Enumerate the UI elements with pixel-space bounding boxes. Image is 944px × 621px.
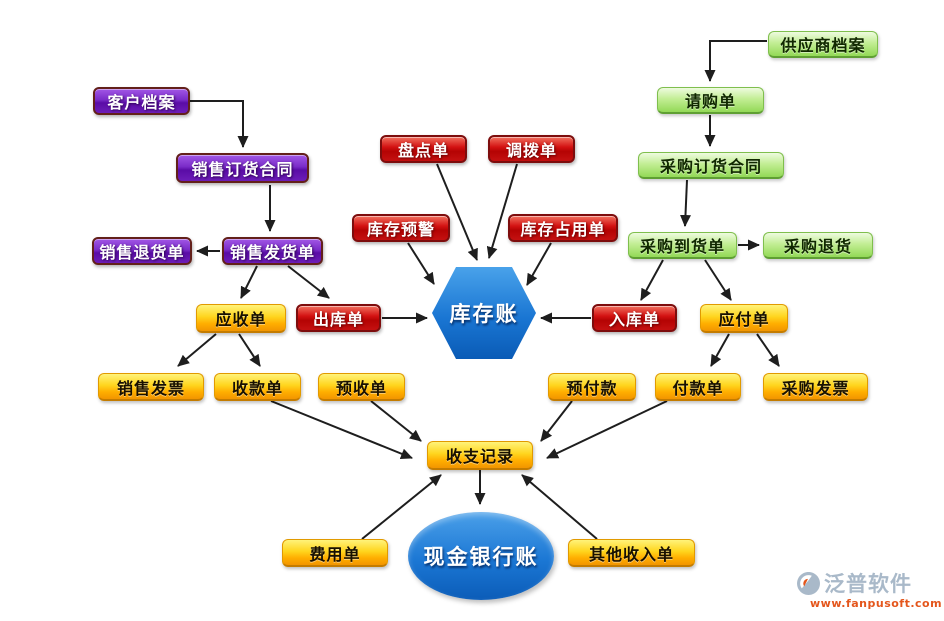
node-advance-receipt-order: 预收单 [318, 373, 405, 401]
node-payable-order: 应付单 [700, 304, 788, 333]
node-inventory-warning: 库存预警 [352, 214, 450, 242]
arrow-receivable-to-sales-invoice [177, 333, 217, 367]
arrow-payable-to-purchase-invoice [756, 333, 780, 367]
watermark: 泛普软件 www.fanpusoft.com [796, 568, 942, 610]
node-outbound-order: 出库单 [296, 304, 381, 332]
node-inbound-order: 入库单 [592, 304, 677, 332]
node-inventory-occupation-order: 库存占用单 [508, 214, 618, 242]
node-purchase-order-contract: 采购订货合同 [638, 152, 784, 179]
arrow-customer-to-sales-contract [190, 100, 249, 148]
arrow-other-income-to-record [521, 474, 598, 540]
node-sales-order-contract: 销售订货合同 [176, 153, 309, 183]
node-purchase-requisition: 请购单 [657, 87, 764, 114]
arrow-arrival-to-payable [704, 259, 732, 301]
arrow-receivable-to-receipt [238, 333, 261, 367]
node-stocktake-order: 盘点单 [380, 135, 467, 163]
node-cash-bank-account: 现金银行账 [408, 512, 554, 600]
fanpu-logo-icon [797, 571, 820, 595]
node-payment-order: 付款单 [655, 373, 741, 401]
arrow-stocktake-to-inventory [436, 163, 478, 261]
node-receivable-order: 应收单 [196, 304, 286, 333]
node-sales-delivery-order: 销售发货单 [222, 237, 323, 265]
arrow-supplier-to-requisition [704, 40, 767, 82]
arrow-advance-payment-to-record [540, 400, 573, 442]
node-purchase-arrival-order: 采购到货单 [628, 232, 737, 259]
node-purchase-invoice: 采购发票 [763, 373, 868, 401]
arrow-delivery-to-receivable [240, 265, 258, 299]
node-inventory-account: 库存账 [449, 302, 519, 326]
arrow-occupation-to-inventory [526, 242, 552, 286]
node-customer-archive: 客户档案 [93, 87, 190, 115]
inventory-hexagon-shape [432, 267, 536, 359]
node-sales-invoice: 销售发票 [98, 373, 204, 401]
node-sales-return-order: 销售退货单 [92, 237, 192, 265]
watermark-brand: 泛普软件 [824, 572, 912, 596]
arrow-payment-to-record [546, 400, 668, 459]
arrow-arrival-to-inbound [640, 259, 664, 301]
node-advance-payment: 预付款 [548, 373, 636, 401]
watermark-url: www.fanpusoft.com [810, 597, 943, 610]
inventory-hexagon [432, 267, 536, 359]
arrow-delivery-to-outbound [287, 265, 330, 299]
node-other-income-order: 其他收入单 [568, 539, 695, 567]
node-receipt-order: 收款单 [214, 373, 301, 401]
arrow-advance-receipt-to-record [370, 400, 422, 442]
node-income-expense-record: 收支记录 [427, 441, 533, 470]
arrow-payable-to-payment [710, 333, 730, 367]
arrow-warning-to-inventory [407, 242, 435, 285]
node-supplier-archive: 供应商档案 [768, 31, 878, 58]
node-purchase-return: 采购退货 [763, 232, 873, 259]
node-expense-order: 费用单 [282, 539, 388, 567]
arrow-transfer-to-inventory [486, 163, 518, 259]
arrow-receipt-to-record [270, 400, 413, 459]
node-transfer-order: 调拨单 [488, 135, 575, 163]
arrow-purchase-contract-to-arrival [679, 179, 691, 227]
arrow-expense-to-record [361, 474, 442, 540]
